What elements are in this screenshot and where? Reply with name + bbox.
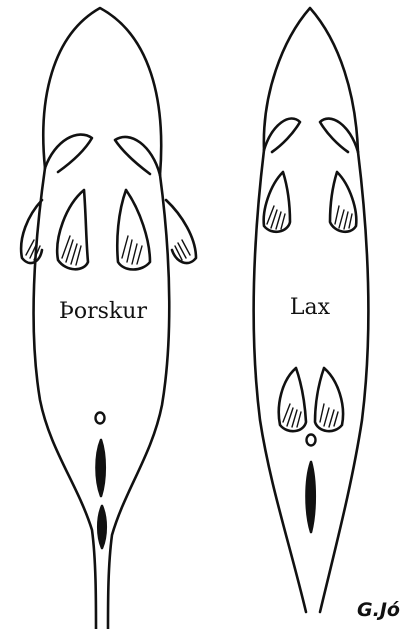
salmon-pelvic-fin-left — [279, 368, 306, 431]
cod-head — [43, 8, 161, 175]
salmon-pectoral-fin-left — [264, 172, 290, 232]
salmon-label: Lax — [290, 295, 331, 320]
salmon-gill-right — [320, 119, 358, 152]
cod-gill-right — [115, 137, 160, 175]
cod-pelvic-fin-right — [117, 190, 150, 270]
salmon-body-left — [254, 150, 306, 612]
cod-label: Þorskur — [59, 299, 147, 324]
cod-pelvic-fin-left — [57, 190, 88, 269]
salmon-gill-left — [264, 118, 300, 152]
cod-anal-fin-1 — [97, 440, 105, 496]
salmon-vent — [307, 435, 316, 446]
salmon-head — [264, 8, 358, 152]
cod-pectoral-fin-right — [166, 200, 196, 263]
salmon-pectoral-fin-right — [330, 172, 356, 232]
salmon-pelvic-fin-right — [315, 368, 343, 431]
cod-vent — [96, 413, 105, 424]
artist-signature: G.Jó — [357, 599, 400, 621]
cod-gill-left — [45, 135, 92, 172]
salmon-anal-fin — [307, 462, 315, 532]
cod-anal-fin-2 — [98, 506, 106, 548]
salmon-body-right — [320, 152, 368, 612]
